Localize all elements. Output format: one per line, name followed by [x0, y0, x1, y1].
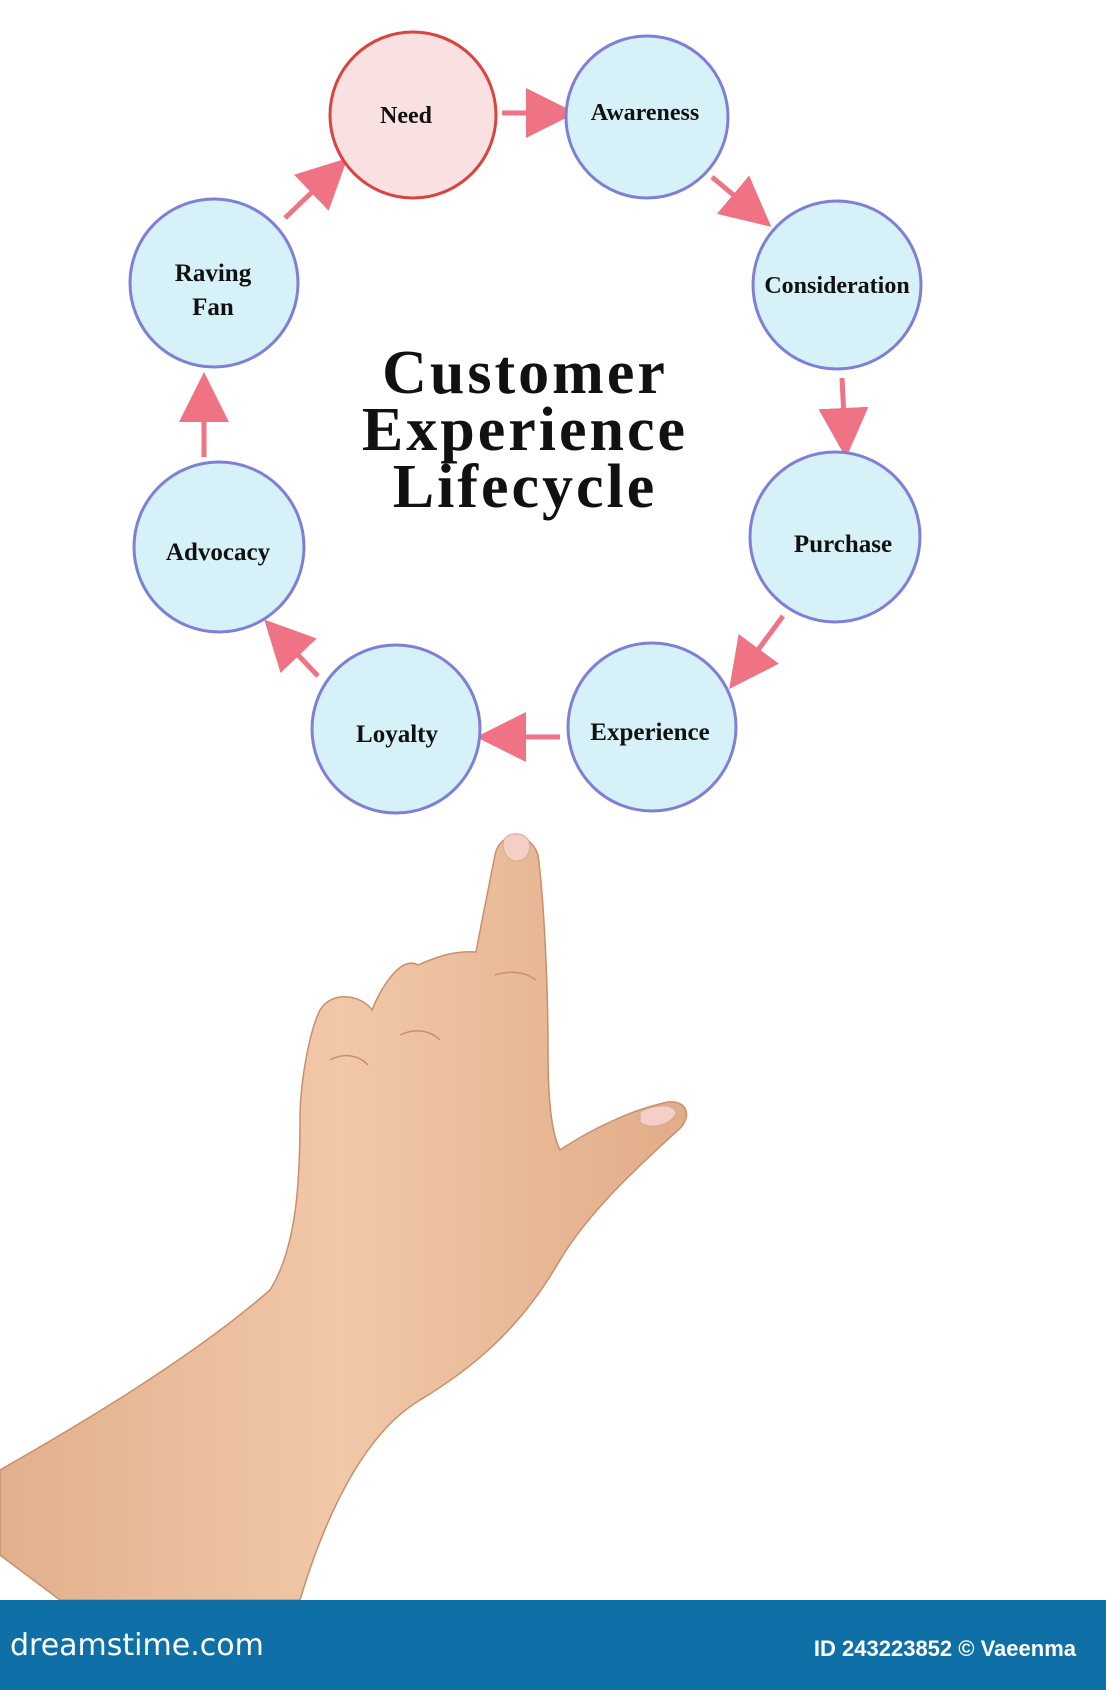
- node-awareness: Awareness: [564, 34, 730, 200]
- node-need-circle: [328, 30, 498, 200]
- node-experience-circle: [566, 641, 738, 813]
- diagram-title-line-1: Customer: [382, 339, 668, 407]
- arrow-awareness-to-consideration: [710, 175, 772, 227]
- node-awareness-circle: [564, 34, 730, 200]
- knuckle-crease-2: [399, 1030, 441, 1041]
- node-advocacy: Advocacy: [132, 460, 306, 634]
- node-need: Need: [328, 30, 498, 200]
- node-awareness-label: Awareness: [591, 100, 699, 126]
- node-raving-fan-label-line-1: Raving: [175, 260, 252, 287]
- node-advocacy-label: Advocacy: [166, 539, 271, 566]
- arrow-purchase-to-experience: [729, 614, 786, 690]
- node-purchase: Purchase: [748, 450, 922, 624]
- cycle-arrows: [179, 88, 869, 762]
- node-loyalty-circle: [310, 643, 482, 815]
- arrow-raving-fan-to-need: [283, 158, 348, 220]
- node-raving-fan-label-line-2: Fan: [192, 294, 234, 321]
- knuckle-crease-1: [329, 1054, 369, 1066]
- arrow-consideration-to-purchase: [818, 377, 869, 458]
- arrow-loyalty-to-advocacy: [264, 619, 320, 678]
- fingernail-thumb: [639, 1105, 677, 1127]
- knuckle-crease-3: [494, 971, 537, 981]
- brand-logo-text[interactable]: dreamstime.com: [10, 1628, 264, 1663]
- node-loyalty-label: Loyalty: [356, 721, 438, 748]
- node-loyalty: Loyalty: [310, 643, 482, 815]
- node-consideration-circle: [751, 199, 923, 371]
- footer-bar: dreamstime.com ID 243223852 © Vaeenma: [0, 1600, 1106, 1690]
- node-consideration: Consideration: [751, 199, 923, 371]
- diagram-title-line-3: Lifecycle: [393, 453, 658, 521]
- diagram-title-line-2: Experience: [362, 396, 688, 464]
- fingernail-index: [502, 833, 531, 862]
- node-purchase-circle: [748, 450, 922, 624]
- node-raving-fan-circle: [128, 197, 300, 369]
- image-credit: ID 243223852 © Vaeenma: [813, 1636, 1076, 1661]
- node-consideration-label: Consideration: [764, 273, 909, 299]
- node-raving-fan: Raving Fan: [128, 197, 300, 369]
- node-advocacy-circle: [132, 460, 306, 634]
- node-purchase-label: Purchase: [794, 531, 892, 558]
- hand-shape: [0, 835, 688, 1601]
- node-experience: Experience: [566, 641, 738, 813]
- pointing-hand-illustration: [0, 833, 688, 1601]
- node-experience-label: Experience: [590, 719, 709, 746]
- node-need-label: Need: [380, 103, 433, 129]
